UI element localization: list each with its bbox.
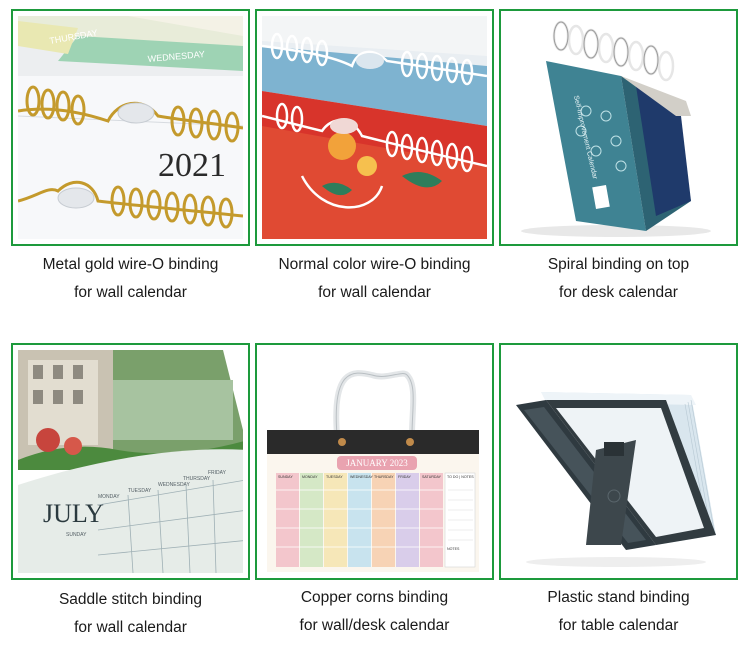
caption-line2: for desk calendar (559, 284, 678, 301)
spiral-top-desk-calendar-photo: Self-Improvement Calendar (506, 16, 731, 239)
photo-month-title-text: JANUARY 2023 (346, 458, 408, 468)
caption-line2: for wall calendar (74, 619, 187, 636)
plastic-stand-calendar-photo (506, 350, 731, 573)
photo-weekday-text: SUNDAY (66, 532, 87, 538)
photo-day-header: SUNDAY (278, 475, 293, 479)
photo-notes-header: TO DO | NOTES (447, 475, 474, 479)
caption-line1: Saddle stitch binding (58, 591, 203, 608)
photo-day-header: FRIDAY (398, 475, 412, 479)
photo-weekday-text: THURSDAY (183, 476, 211, 482)
image-frame (499, 343, 738, 580)
caption-line1: Normal color wire-O binding (278, 256, 471, 273)
photo-notes-footer: NOTES (447, 547, 460, 551)
caption: Plastic stand binding for table calendar (499, 584, 738, 640)
image-frame (255, 9, 494, 246)
copper-corns-calendar-photo: JANUARY 2023 SUNDAY MONDAY (262, 350, 487, 573)
normal-color-wire-o-photo (262, 16, 487, 239)
photo-weekday-text: MONDAY (98, 494, 120, 500)
caption-line1: Metal gold wire-O binding (42, 256, 219, 273)
image-frame: THURSDAY WEDNESDAY 2021 (11, 9, 250, 246)
caption-line2: for wall calendar (74, 284, 187, 301)
caption-line1: Spiral binding on top (547, 256, 690, 273)
photo-weekday-text: WEDNESDAY (158, 482, 191, 488)
image-frame: JULY SUNDAY MONDAY TUESDAY WEDNESDAY THU… (11, 343, 250, 580)
photo-year-text: 2021 (158, 147, 226, 184)
photo-day-header: WEDNESDAY (350, 475, 373, 479)
photo-weekday-text: TUESDAY (128, 488, 152, 494)
caption: Normal color wire-O binding for wall cal… (255, 251, 494, 307)
photo-day-header: TUESDAY (326, 475, 343, 479)
caption-line2: for wall calendar (318, 284, 431, 301)
saddle-stitch-calendar-photo: JULY SUNDAY MONDAY TUESDAY WEDNESDAY THU… (18, 350, 243, 573)
photo-day2-text: WEDNESDAY (147, 49, 205, 64)
caption-line2: for wall/desk calendar (299, 617, 450, 634)
metal-gold-wire-o-photo: THURSDAY WEDNESDAY 2021 (18, 16, 243, 239)
caption: Spiral binding on top for desk calendar (499, 251, 738, 307)
caption-line1: Plastic stand binding (547, 589, 690, 606)
photo-day-header: THURSDAY (374, 475, 394, 479)
caption-line2: for table calendar (558, 617, 679, 634)
photo-weekday-text: FRIDAY (208, 470, 227, 476)
caption: Metal gold wire-O binding for wall calen… (11, 251, 250, 307)
caption: Saddle stitch binding for wall calendar (11, 586, 250, 642)
photo-month-text: JULY (43, 499, 104, 528)
image-frame: JANUARY 2023 SUNDAY MONDAY (255, 343, 494, 580)
caption-line1: Copper corns binding (300, 589, 449, 606)
photo-day-header: SATURDAY (422, 475, 442, 479)
caption: Copper corns binding for wall/desk calen… (255, 584, 494, 640)
image-frame: Self-Improvement Calendar (499, 9, 738, 246)
photo-day-header: MONDAY (302, 475, 318, 479)
